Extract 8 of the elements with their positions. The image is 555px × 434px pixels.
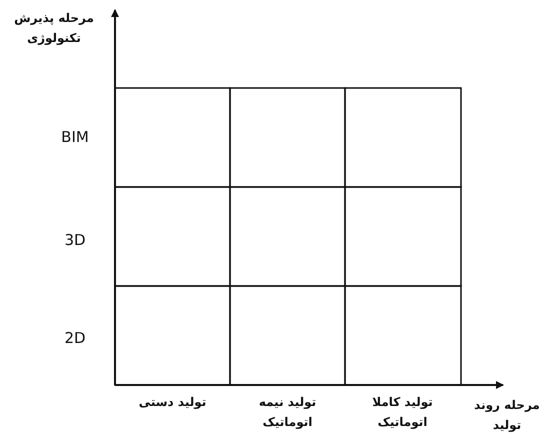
row-label: 3D [63, 230, 87, 250]
column-label: تولید نیمه اتوماتیک [258, 394, 318, 431]
column-label: تولید دستی [138, 394, 208, 411]
row-label: BIM [60, 127, 90, 147]
column-label: تولید کاملا اتوماتیک [371, 394, 434, 431]
axis-title: مرحله پذیرش تکنولوژی [13, 10, 95, 47]
axis-title: مرحله روند تولید [473, 397, 541, 434]
row-label: 2D [63, 328, 87, 348]
